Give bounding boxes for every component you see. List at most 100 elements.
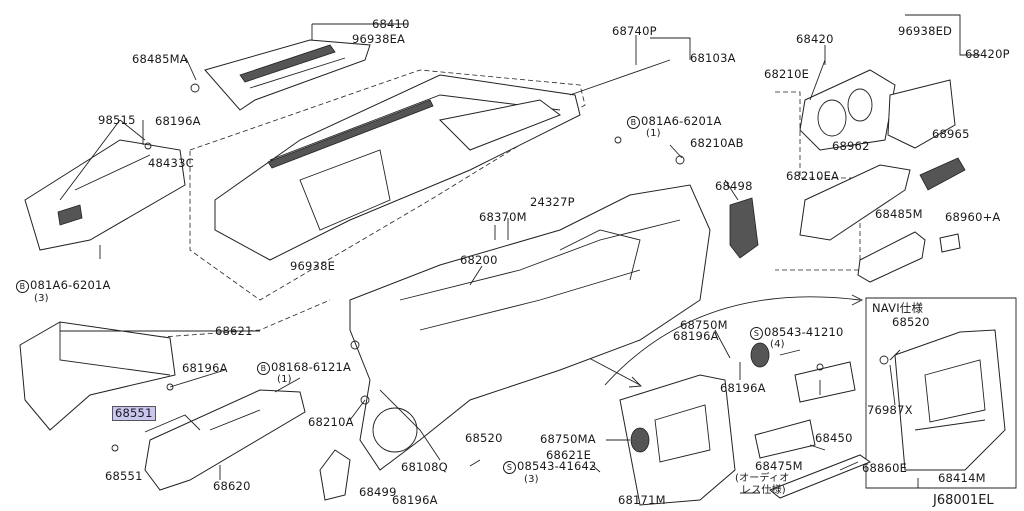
screw-icon: S (503, 461, 516, 474)
bolt-icon: B (16, 280, 29, 293)
navi-frame (865, 297, 1017, 489)
cover-68499 (319, 449, 351, 501)
right-dash-box (775, 91, 861, 271)
label-68740p[interactable]: 68740P (612, 24, 657, 38)
pocket-68475m (754, 419, 816, 459)
note-68475m-1: (オーディオ (735, 473, 790, 484)
label-68620[interactable]: 68620 (213, 479, 251, 493)
navi-label-68520[interactable]: 68520 (892, 315, 930, 329)
clip-2 (144, 142, 152, 150)
label-96938ea[interactable]: 96938EA (352, 32, 406, 46)
note-68475m-2: レス仕様) (741, 485, 786, 496)
curve-arrow (604, 296, 861, 386)
label-96938e[interactable]: 96938E (290, 259, 336, 273)
label-68499[interactable]: 68499 (359, 485, 397, 499)
label-68200[interactable]: 68200 (460, 253, 498, 267)
label-text: 08168-6121A (271, 360, 352, 374)
label-48433c[interactable]: 48433C (148, 156, 194, 170)
label-68962[interactable]: 68962 (832, 139, 870, 153)
clip-7 (166, 383, 174, 391)
label-68475m[interactable]: 68475M (755, 459, 803, 473)
leaders (59, 14, 980, 494)
lid-strap (144, 414, 201, 433)
label-68196a-5[interactable]: 68196A (392, 493, 438, 507)
clip-6 (360, 395, 370, 405)
label-68551-highlighted[interactable]: 68551 (112, 406, 156, 421)
label-text: 081A6-6201A (641, 114, 722, 128)
screw-icon: S (750, 327, 763, 340)
label-68210a[interactable]: 68210A (308, 415, 354, 429)
label-68520[interactable]: 68520 (465, 431, 503, 445)
clip-8 (111, 444, 119, 452)
label-68750m[interactable]: 68750M (680, 318, 728, 332)
label-68196a-3[interactable]: 68196A (182, 361, 228, 375)
label-68414m[interactable]: 68414M (938, 471, 986, 485)
label-68171m[interactable]: 68171M (618, 493, 666, 507)
clip-3 (614, 136, 622, 144)
center-cluster (619, 374, 736, 506)
passenger-airbag-cover (24, 139, 186, 251)
finisher-68962 (799, 164, 911, 241)
bolt-icon: B (257, 362, 270, 375)
clip-9 (816, 363, 824, 371)
label-68450[interactable]: 68450 (815, 431, 853, 445)
navi-panel (894, 329, 1006, 471)
label-68965[interactable]: 68965 (932, 127, 970, 141)
bolt-icon: B (627, 116, 640, 129)
label-68370m[interactable]: 68370M (479, 210, 527, 224)
glove-box-lid (144, 389, 306, 491)
label-68420[interactable]: 68420 (796, 32, 834, 46)
label-68485ma[interactable]: 68485MA (132, 52, 188, 66)
lower-left-dash (119, 299, 331, 341)
vent-68965 (919, 157, 966, 191)
clip-5 (350, 340, 360, 350)
label-68621[interactable]: 68621 (215, 324, 253, 338)
upper-dash-box (189, 69, 586, 301)
navi-label-76987x[interactable]: 76987X (867, 403, 913, 417)
label-68498[interactable]: 68498 (715, 179, 753, 193)
label-96938ed[interactable]: 96938ED (898, 24, 953, 38)
label-text: 08543-41210 (764, 325, 844, 339)
label-68551[interactable]: 68551 (105, 469, 143, 483)
clip-4 (675, 155, 685, 165)
label-68621e[interactable]: 68621E (546, 448, 592, 462)
label-68196a-2[interactable]: 68196A (673, 329, 719, 343)
label-98515[interactable]: 98515 (98, 113, 136, 127)
qty-081a6-6201a-1: (1) (646, 128, 661, 139)
switch-68960 (939, 233, 961, 253)
clip-1 (190, 83, 200, 93)
label-68210ab[interactable]: 68210AB (690, 136, 744, 150)
navi-title: NAVI仕様 (872, 301, 924, 315)
clip-10 (879, 355, 889, 365)
qty-08543-41642: (3) (524, 474, 539, 485)
label-24327p[interactable]: 24327P (530, 195, 575, 209)
arrow-head-2 (628, 376, 643, 388)
label-68196a-4[interactable]: 68196A (720, 381, 766, 395)
label-68860e[interactable]: 68860E (862, 461, 908, 475)
qty-081a6-6201a-3: (3) (34, 293, 49, 304)
label-68420p[interactable]: 68420P (965, 47, 1010, 61)
label-68103a[interactable]: 68103A (690, 51, 736, 65)
label-68210e[interactable]: 68210E (764, 67, 810, 81)
label-68108q[interactable]: 68108Q (401, 460, 448, 474)
diagram-code: J68001EL (933, 493, 994, 508)
switch-68485m (857, 231, 926, 283)
label-68750ma[interactable]: 68750MA (540, 432, 596, 446)
label-68210ea[interactable]: 68210EA (786, 169, 840, 183)
glove-box-housing (19, 321, 176, 431)
label-text: 081A6-6201A (30, 278, 111, 292)
label-68485m[interactable]: 68485M (875, 207, 923, 221)
label-68196a-1[interactable]: 68196A (155, 114, 201, 128)
label-68410[interactable]: 68410 (372, 17, 410, 31)
label-68960a[interactable]: 68960+A (945, 210, 1001, 224)
strip-68860e (769, 454, 872, 499)
arrow-head (851, 294, 864, 306)
upper-dash-pad (214, 74, 581, 261)
